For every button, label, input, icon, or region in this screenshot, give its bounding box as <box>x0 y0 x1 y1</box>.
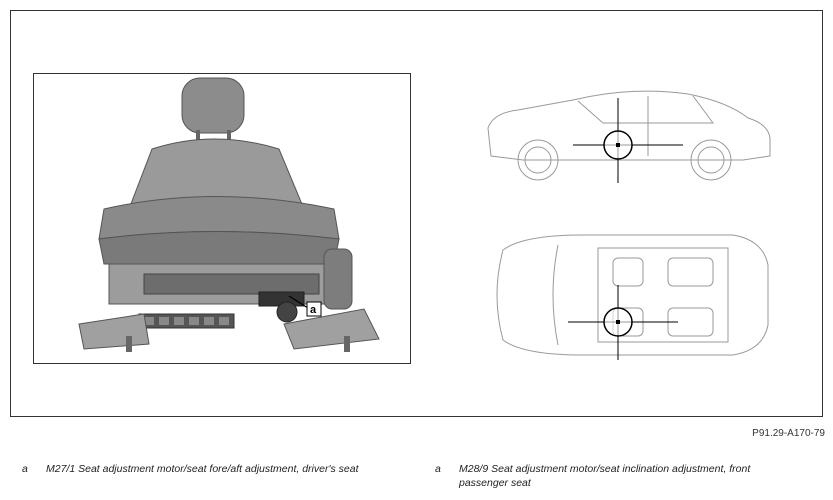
callout-a: a <box>310 304 317 316</box>
seat-illustration-panel: a <box>33 73 411 364</box>
car-top-view <box>483 230 773 365</box>
legend-item: a M28/9 Seat adjustment motor/seat incli… <box>435 462 789 490</box>
seat-illustration: a <box>78 77 380 352</box>
legend-key: a <box>435 463 441 475</box>
legend-text: M27/1 Seat adjustment motor/seat fore/af… <box>46 463 359 475</box>
figure-code: P91.29-A170-79 <box>752 428 825 439</box>
legend-item: a M27/1 Seat adjustment motor/seat fore/… <box>22 462 376 476</box>
car-side-view <box>483 88 773 188</box>
legend-text: M28/9 Seat adjustment motor/seat inclina… <box>459 463 751 489</box>
figure-frame <box>10 10 823 417</box>
legend-key: a <box>22 463 28 475</box>
